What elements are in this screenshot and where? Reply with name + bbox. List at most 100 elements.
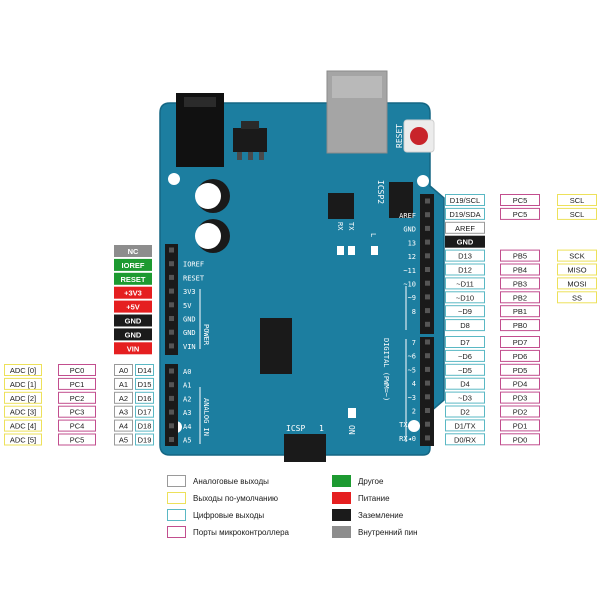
ground-pin-label: GND xyxy=(445,235,485,248)
digital-pin-label-text: D14 xyxy=(138,366,152,375)
power-pin-label: +3V3 xyxy=(114,286,152,299)
port-label-text: PD5 xyxy=(513,366,528,375)
digital-pin-label: D4 xyxy=(445,377,485,390)
analog-pin-label: A4 xyxy=(114,419,133,432)
adc-label: ADC [5] xyxy=(4,433,42,446)
power-pin-label-text: +3V3 xyxy=(124,289,142,298)
power-pin-label-text: VIN xyxy=(127,344,140,353)
legend-label: Выходы по-умолчанию xyxy=(193,494,278,503)
port-label: PB2 xyxy=(500,291,540,304)
port-label: PD2 xyxy=(500,405,540,418)
digital-pin-label-text: ~D9 xyxy=(458,307,472,316)
board-digital-pin-label: ~9 xyxy=(408,294,416,302)
digital-pin-label: D8 xyxy=(445,319,485,332)
rx-led xyxy=(337,246,344,255)
tx-led xyxy=(348,246,355,255)
legend-label: Питание xyxy=(358,494,390,503)
legend-label: Цифровые выходы xyxy=(193,511,264,520)
header-pin xyxy=(169,343,174,349)
adc-label: ADC [2] xyxy=(4,391,42,404)
board-digital-pin-label: 2 xyxy=(412,408,416,416)
adc-label-text: ADC [1] xyxy=(10,380,36,389)
power-pin-label-text: IOREF xyxy=(122,261,145,270)
legend-item: Заземление xyxy=(332,509,404,521)
digital-header-top xyxy=(420,194,434,334)
legend-swatch xyxy=(167,526,186,538)
board-analog-pin-label: A0 xyxy=(183,368,191,376)
power-pin-label: NC xyxy=(114,245,152,257)
port-label-text: PD4 xyxy=(513,380,528,389)
port-label-text: PD1 xyxy=(513,421,528,430)
header-pin xyxy=(169,302,174,308)
port-label: PC5 xyxy=(58,433,96,446)
power-pin-label-text: GND xyxy=(125,330,142,339)
digital-pin-label: D15 xyxy=(135,377,154,390)
port-label: PB1 xyxy=(500,305,540,318)
port-label-text: PB2 xyxy=(513,293,527,302)
board-digital-pin-label: AREF xyxy=(399,212,416,220)
power-pin-label: VIN xyxy=(114,342,152,355)
adc-label-text: ADC [5] xyxy=(10,436,36,445)
power-pin-label-text: NC xyxy=(128,247,139,256)
digital-pin-label-text: D1/TX xyxy=(454,421,475,430)
adc-label-text: ADC [4] xyxy=(10,422,36,431)
power-group-label: POWER xyxy=(202,324,210,346)
header-pin xyxy=(425,366,430,372)
function-label: SCL xyxy=(557,194,597,206)
board-digital-pin-label: RX◂0 xyxy=(399,435,416,443)
legend-label: Аналоговые выходы xyxy=(193,477,269,486)
port-label: PC3 xyxy=(58,405,96,418)
digital-pin-label: D16 xyxy=(135,391,154,404)
port-label-text: PC5 xyxy=(70,436,85,445)
digital-pin-label: D12 xyxy=(445,263,485,276)
power-pin-label-text: GND xyxy=(125,317,142,326)
board-power-pin-label: RESET xyxy=(183,274,205,282)
header-pin xyxy=(169,329,174,335)
digital-pin-label: ~D5 xyxy=(445,363,485,376)
digital-pin-label: D19/SCL xyxy=(445,194,485,206)
port-label-text: PC0 xyxy=(70,366,85,375)
adc-label-text: ADC [0] xyxy=(10,366,36,375)
adc-label: ADC [3] xyxy=(4,405,42,418)
analog-pin-label-text: A4 xyxy=(119,422,128,431)
digital-group-label: DIGITAL (PWM=~) xyxy=(382,338,390,401)
digital-pin-label: D18 xyxy=(135,419,154,432)
legend-swatch xyxy=(332,492,351,504)
icsp2-header xyxy=(389,182,413,218)
header-pin xyxy=(169,382,174,388)
legend-item: Порты микроконтроллера xyxy=(167,526,290,538)
function-label: MISO xyxy=(557,263,597,276)
board-outline xyxy=(159,102,445,456)
board-power-pin-label: 3V3 xyxy=(183,288,196,296)
board-digital-pin-label: GND xyxy=(403,226,416,234)
board-analog-pin-label: A4 xyxy=(183,423,191,431)
rx-label: RX xyxy=(336,222,344,231)
power-pin-label: RESET xyxy=(114,272,152,285)
aref-pin-label-text: AREF xyxy=(455,224,475,233)
aref-pin-label: AREF xyxy=(445,221,485,234)
microcontroller-chip xyxy=(260,318,292,374)
adc-label: ADC [0] xyxy=(4,364,42,376)
port-label: PD5 xyxy=(500,363,540,376)
legend-item: Питание xyxy=(332,492,390,504)
port-label-text: PD6 xyxy=(513,352,528,361)
on-led xyxy=(348,408,356,418)
reset-button[interactable] xyxy=(403,119,435,153)
analog-pin-label: A3 xyxy=(114,405,133,418)
power-pin-label: GND xyxy=(114,314,152,327)
port-label-text: PC1 xyxy=(70,380,85,389)
board-power-pin-label: GND xyxy=(183,316,196,324)
port-label: PC0 xyxy=(58,364,96,376)
arduino-board: RESET ICSP2 TX RX L ON ICSP 1 xyxy=(159,70,445,462)
digital-pin-label-text: D0/RX xyxy=(454,435,476,444)
board-digital-pin-label: ~5 xyxy=(408,366,416,374)
legend-item: Аналоговые выходы xyxy=(167,475,269,487)
icsp2-label: ICSP2 xyxy=(376,180,385,204)
port-label: PC2 xyxy=(58,391,96,404)
header-pin xyxy=(425,280,430,286)
port-label-text: PC3 xyxy=(70,408,85,417)
header-pin xyxy=(169,409,174,415)
port-label: PC4 xyxy=(58,419,96,432)
function-label: MOSI xyxy=(557,277,597,290)
port-label-text: PB1 xyxy=(513,307,527,316)
